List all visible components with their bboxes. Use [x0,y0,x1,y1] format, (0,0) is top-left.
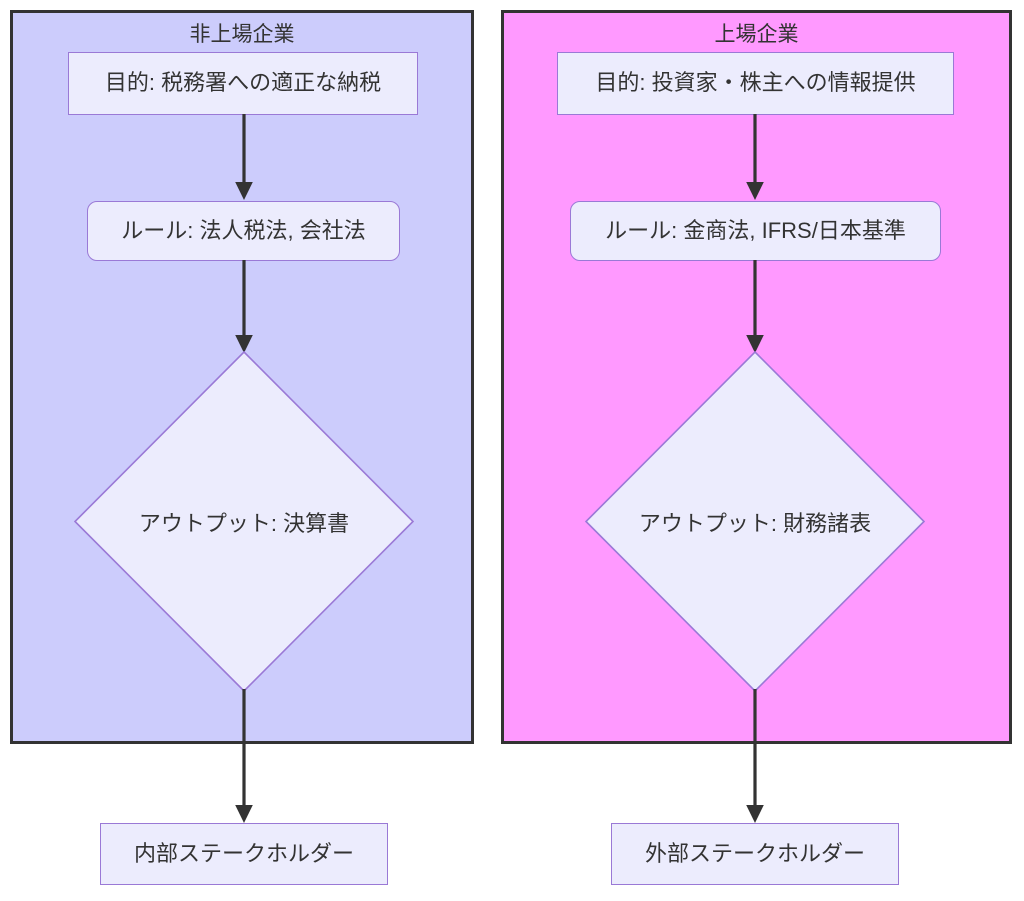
node-listed-purpose-label: 目的: 投資家・株主への情報提供 [595,70,916,96]
node-private-rule-label: ルール: 法人税法, 会社法 [121,217,366,243]
subgraph-title-listed-company: 上場企業 [714,23,799,46]
node-listed-output[interactable]: アウトプット: 財務諸表 [585,351,925,692]
node-private-stakeholder[interactable]: 内部ステークホルダー [100,823,388,885]
node-listed-stakeholder-label: 外部ステークホルダー [644,840,865,866]
node-listed-stakeholder[interactable]: 外部ステークホルダー [611,823,899,885]
node-private-purpose-label: 目的: 税務署への適正な納税 [104,70,382,96]
node-private-purpose[interactable]: 目的: 税務署への適正な納税 [68,52,418,115]
node-listed-rule[interactable]: ルール: 金商法, IFRS/日本基準 [570,201,941,261]
node-listed-purpose[interactable]: 目的: 投資家・株主への情報提供 [557,52,954,115]
node-listed-rule-label: ルール: 金商法, IFRS/日本基準 [605,217,906,243]
node-private-output[interactable]: アウトプット: 決算書 [74,351,414,692]
node-private-rule[interactable]: ルール: 法人税法, 会社法 [87,201,400,261]
node-private-stakeholder-label: 内部ステークホルダー [133,840,354,866]
subgraph-title-private-company: 非上場企業 [189,23,295,46]
